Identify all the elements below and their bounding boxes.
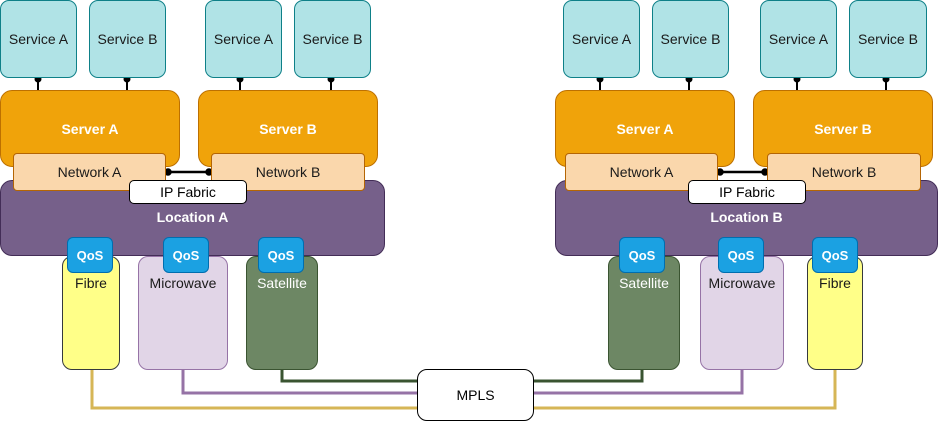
network-b-box: Network B [767, 153, 921, 191]
microwave-link: Microwave [700, 256, 784, 370]
service-a-box: Service A [563, 0, 640, 78]
satellite-link-label: Satellite [257, 275, 307, 291]
service-b-box: Service B [652, 0, 729, 78]
ip-fabric-label: IP Fabric [129, 180, 247, 204]
satellite-link: Satellite [608, 256, 680, 370]
microwave-link-label: Microwave [149, 275, 217, 291]
fibre-link-label: Fibre [819, 275, 851, 291]
service-b-box: Service B [294, 0, 371, 78]
qos-badge: QoS [163, 237, 209, 273]
microwave-link: Microwave [138, 256, 228, 370]
fibre-link: Fibre [62, 256, 120, 370]
microwave-connection-line [181, 370, 417, 395]
service-a-box: Service A [760, 0, 837, 78]
fibre-link-label: Fibre [75, 275, 107, 291]
qos-badge: QoS [718, 237, 764, 273]
microwave-connection-line [534, 370, 744, 395]
fibre-link: Fibre [807, 256, 863, 370]
satellite-connection-line [280, 370, 417, 383]
satellite-link: Satellite [246, 256, 318, 370]
ip-fabric-label: IP Fabric [688, 180, 806, 204]
satellite-connection-line [534, 370, 644, 383]
service-b-box: Service B [89, 0, 166, 78]
fibre-connection-line [534, 370, 837, 410]
service-a-box: Service A [205, 0, 282, 78]
qos-badge: QoS [812, 237, 858, 273]
satellite-link-label: Satellite [619, 275, 669, 291]
service-b-box: Service B [849, 0, 927, 78]
qos-badge: QoS [258, 237, 304, 273]
microwave-link-label: Microwave [708, 275, 776, 291]
qos-badge: QoS [619, 237, 665, 273]
fibre-connection-line [90, 370, 417, 410]
mpls-cloud: MPLS [417, 369, 534, 421]
qos-badge: QoS [67, 237, 113, 273]
service-a-box: Service A [0, 0, 77, 78]
